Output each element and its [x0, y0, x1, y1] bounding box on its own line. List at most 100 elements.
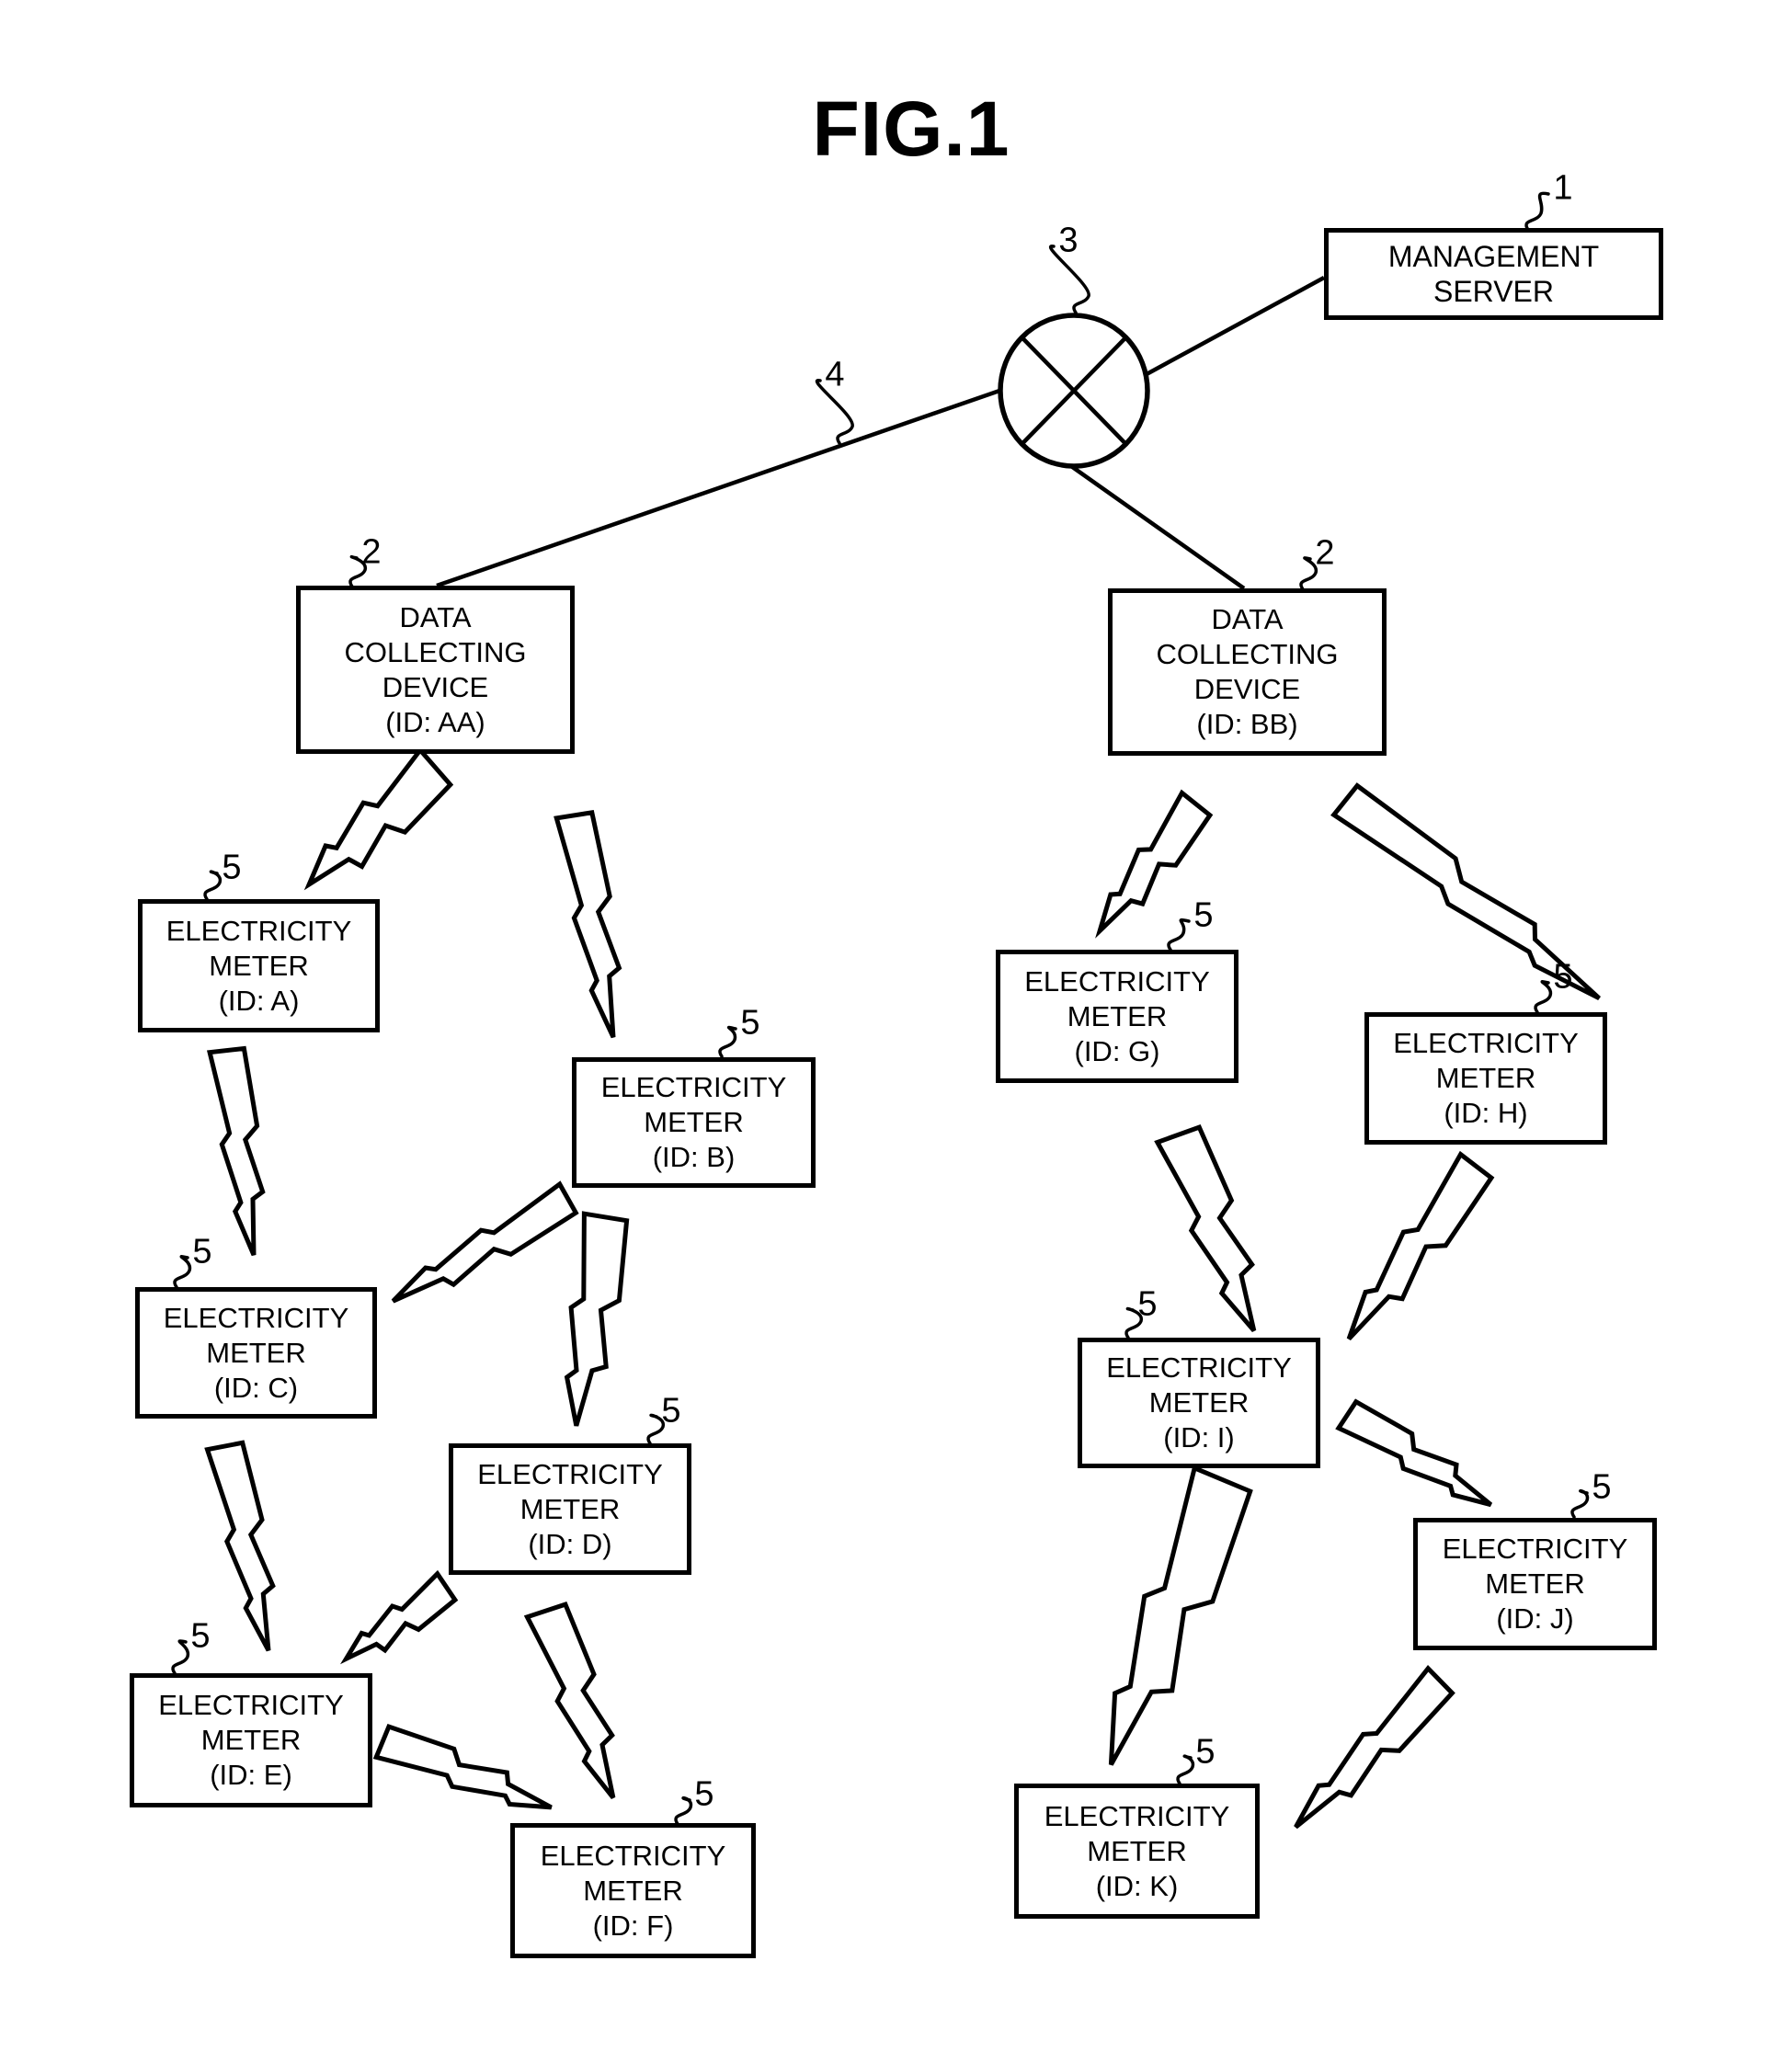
ref-label-electricity-meter-c: 5: [192, 1232, 212, 1271]
lightning-bolt-electricity-meter-h--electricity-meter-i-icon: [1346, 1150, 1495, 1341]
node-electricity-meter-e-label-line: ELECTRICITY: [158, 1689, 344, 1721]
lightning-bolt-electricity-meter-b--electricity-meter-c-icon: [391, 1180, 579, 1304]
ref-label-electricity-meter-i: 5: [1137, 1284, 1158, 1324]
node-electricity-meter-a-label-line: (ID: A): [218, 984, 300, 1017]
node-electricity-meter-k-label-line: METER: [1087, 1834, 1187, 1867]
ref-squiggle-data-collecting-device-bb: [1299, 556, 1318, 591]
hub-cross-stroke: [1020, 335, 1128, 447]
node-management-server-label-line: MANAGEMENT: [1387, 240, 1600, 273]
node-electricity-meter-g-label-line: (ID: G): [1074, 1034, 1160, 1067]
node-electricity-meter-a-label-line: ELECTRICITY: [166, 914, 352, 947]
ref-squiggle-electricity-meter-e: [171, 1639, 190, 1675]
wired-link-network-hub--management-server: [1145, 276, 1326, 376]
ref-squiggle-electricity-meter-j: [1570, 1488, 1590, 1519]
node-data-collecting-device-bb-label-line: (ID: BB): [1196, 708, 1298, 740]
figure-title: FIG.1: [812, 86, 1010, 172]
node-electricity-meter-h-label-line: (ID: H): [1444, 1097, 1528, 1129]
node-data-collecting-device-bb-label-line: DEVICE: [1193, 673, 1301, 705]
node-electricity-meter-f-label-line: (ID: F): [592, 1909, 674, 1942]
lightning-bolt-electricity-meter-i--electricity-meter-j-icon: [1335, 1398, 1493, 1508]
ref-squiggle-electricity-meter-b: [718, 1025, 737, 1058]
node-electricity-meter-b-label-line: (ID: B): [652, 1141, 736, 1173]
node-electricity-meter-b-label-line: METER: [644, 1106, 744, 1138]
node-electricity-meter-d-label-line: ELECTRICITY: [477, 1457, 663, 1490]
node-data-collecting-device-bb-label-line: COLLECTING: [1156, 638, 1339, 670]
lightning-bolt-electricity-meter-a--electricity-meter-c-icon: [206, 1045, 266, 1257]
lightning-bolt-electricity-meter-j--electricity-meter-k-icon: [1294, 1665, 1455, 1830]
ref-label-electricity-meter-h: 5: [1553, 957, 1573, 997]
lightning-bolt-data-collecting-device-aa--electricity-meter-b-icon: [554, 809, 622, 1039]
node-electricity-meter-j-label-line: (ID: J): [1496, 1602, 1574, 1635]
node-data-collecting-device-aa-label-line: DEVICE: [382, 670, 489, 703]
node-electricity-meter-e-label-line: (ID: E): [210, 1759, 292, 1791]
ref-squiggle-electricity-meter-a: [203, 870, 223, 901]
node-electricity-meter-j-label-line: METER: [1485, 1568, 1585, 1600]
lightning-bolt-electricity-meter-b--electricity-meter-d-icon: [564, 1211, 630, 1427]
node-electricity-meter-d-label-line: (ID: D): [528, 1527, 612, 1560]
ref-label-electricity-meter-b: 5: [740, 1003, 760, 1043]
ref-squiggle-data-collecting-device-aa: [348, 554, 367, 588]
ref-squiggle-electricity-meter-h: [1534, 980, 1553, 1014]
node-management-server-label-line: SERVER: [1432, 275, 1554, 308]
lightning-bolt-electricity-meter-i--electricity-meter-k-icon: [1108, 1465, 1253, 1766]
ref-squiggle-management-server: [1524, 191, 1550, 232]
ref-squiggle-electricity-meter-c: [173, 1255, 192, 1289]
lightning-bolt-electricity-meter-e--electricity-meter-f-icon: [372, 1723, 553, 1810]
lightning-bolt-data-collecting-device-aa--electricity-meter-a-icon: [303, 746, 454, 891]
ref-squiggle-hub: [1049, 245, 1090, 314]
ref-label-network-line: 4: [825, 355, 845, 394]
ref-squiggle-electricity-meter-g: [1167, 918, 1191, 952]
node-electricity-meter-c-label-line: (ID: C): [213, 1371, 299, 1404]
ref-label-electricity-meter-e: 5: [190, 1616, 211, 1656]
node-electricity-meter-f-label-line: METER: [583, 1874, 683, 1907]
ref-squiggle-electricity-meter-d: [646, 1413, 665, 1445]
ref-squiggle-network-line: [816, 379, 854, 445]
wired-link-network-hub--data-collecting-device-bb: [1069, 464, 1246, 590]
node-electricity-meter-d-label-line: METER: [519, 1492, 621, 1525]
lightning-bolt-electricity-meter-d--electricity-meter-e-icon: [340, 1569, 459, 1665]
node-data-collecting-device-aa-label-line: COLLECTING: [344, 635, 527, 668]
node-electricity-meter-i-label-line: (ID: I): [1163, 1421, 1235, 1454]
ref-label-electricity-meter-f: 5: [694, 1774, 714, 1814]
node-data-collecting-device-aa-label-line: DATA: [399, 600, 472, 633]
lightning-bolt-data-collecting-device-bb--electricity-meter-h-icon: [1330, 782, 1601, 1001]
node-electricity-meter-a-label-line: METER: [209, 949, 309, 982]
ref-squiggle-electricity-meter-k: [1176, 1754, 1195, 1785]
node-electricity-meter-i-label-line: METER: [1148, 1386, 1250, 1419]
node-electricity-meter-k-label-line: (ID: K): [1095, 1869, 1179, 1902]
lightning-bolt-data-collecting-device-bb--electricity-meter-g-icon: [1095, 789, 1214, 939]
wired-link-network-hub--data-collecting-device-aa: [436, 387, 1003, 588]
ref-label-hub: 3: [1058, 221, 1079, 260]
node-electricity-meter-g-label-line: ELECTRICITY: [1024, 964, 1210, 998]
lightning-bolt-electricity-meter-c--electricity-meter-e-icon: [204, 1440, 276, 1652]
ref-squiggle-electricity-meter-f: [674, 1796, 693, 1826]
node-electricity-meter-j-label-line: ELECTRICITY: [1442, 1533, 1628, 1565]
node-electricity-meter-k-label-line: ELECTRICITY: [1044, 1799, 1230, 1832]
ref-label-electricity-meter-j: 5: [1592, 1467, 1612, 1507]
node-electricity-meter-i-label-line: ELECTRICITY: [1106, 1351, 1292, 1384]
node-electricity-meter-h-label-line: METER: [1435, 1062, 1536, 1094]
node-electricity-meter-e-label-line: METER: [200, 1724, 302, 1756]
ref-label-electricity-meter-d: 5: [661, 1391, 681, 1431]
node-electricity-meter-c-label-line: ELECTRICITY: [163, 1301, 349, 1334]
node-electricity-meter-g-label-line: METER: [1067, 999, 1168, 1032]
ref-label-data-collecting-device-aa: 2: [361, 532, 382, 572]
node-data-collecting-device-aa-label-line: (ID: AA): [385, 705, 485, 738]
ref-label-management-server: 1: [1553, 168, 1573, 208]
ref-label-electricity-meter-a: 5: [222, 848, 242, 887]
